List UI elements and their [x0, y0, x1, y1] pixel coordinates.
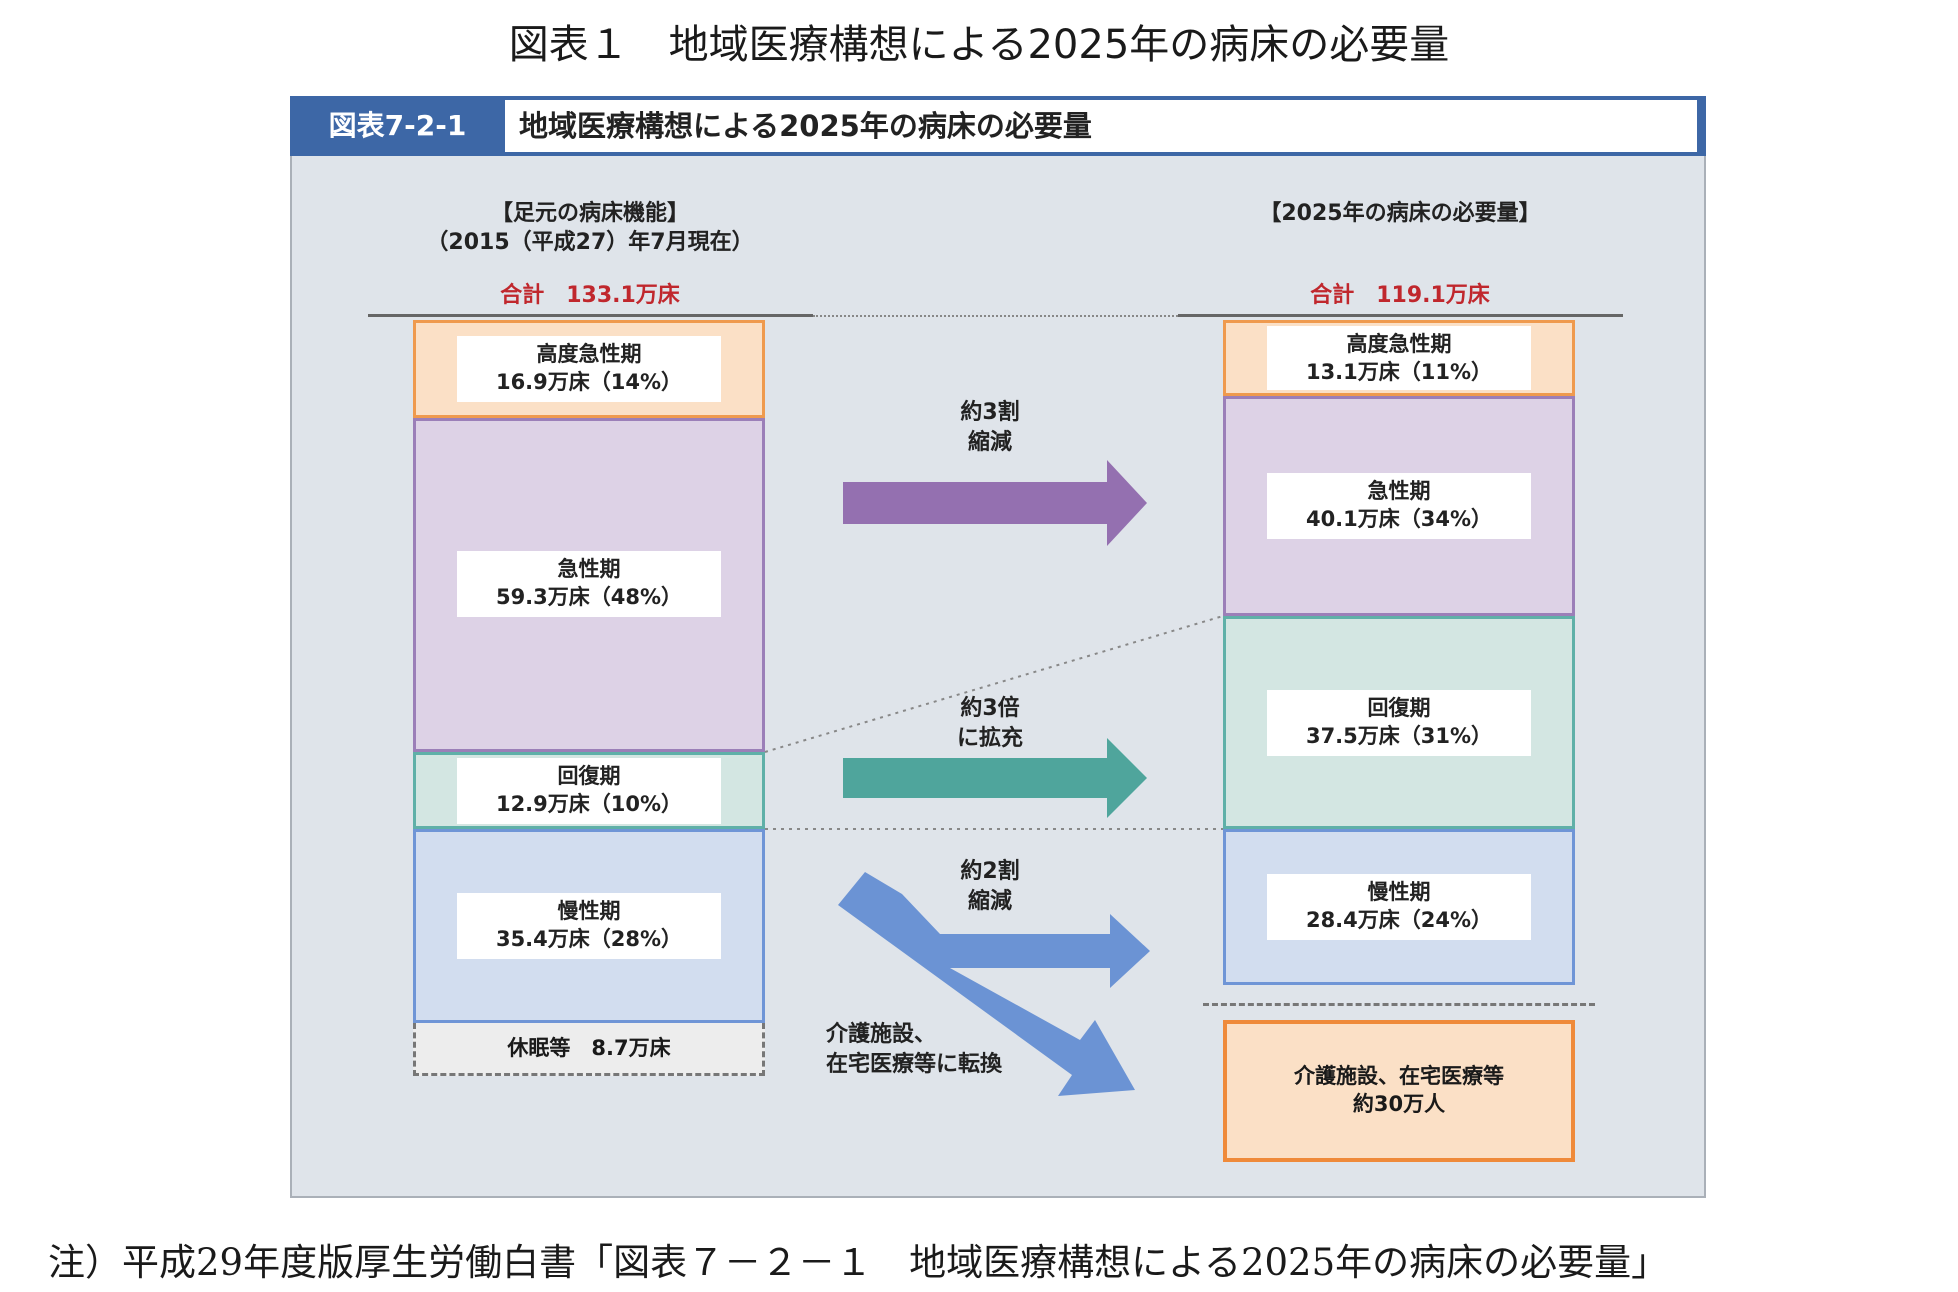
right-high-acute-label: 高度急性期 13.1万床（11%） — [1267, 326, 1531, 390]
care-arrow-line2: 在宅医療等に転換 — [826, 1052, 1003, 1077]
chronic-and-care-arrow — [838, 872, 1150, 1096]
recovery-arrow-line1: 約3倍 — [960, 696, 1020, 721]
left-recovery-label: 回復期 12.9万床（10%） — [457, 758, 721, 824]
right-total: 合計 119.1万床 — [1310, 283, 1490, 308]
left-heading-line1: 【足元の病床機能】 — [490, 201, 689, 226]
chronic-arrow-line1: 約2割 — [960, 859, 1020, 884]
right-care-separator — [1203, 1003, 1595, 1006]
right-care-label: 介護施設、在宅医療等 約30万人 — [1223, 1062, 1575, 1118]
figure-title: 地域医療構想による2025年の病床の必要量 — [505, 100, 1697, 152]
acute-arrow-line1: 約3割 — [960, 400, 1020, 425]
right-acute-value: 40.1万床（34%） — [1305, 507, 1493, 531]
right-heading: 【2025年の病床の必要量】 — [1259, 201, 1541, 226]
right-chronic-name: 慢性期 — [1367, 880, 1431, 904]
left-recovery-value: 12.9万床（10%） — [495, 792, 683, 816]
left-acute-name: 急性期 — [557, 557, 621, 581]
left-chronic-name: 慢性期 — [557, 899, 621, 923]
right-high-acute-value: 13.1万床（11%） — [1305, 360, 1493, 384]
right-block-care — [1223, 1020, 1575, 1162]
care-arrow-label: 介護施設、 在宅医療等に転換 — [826, 1020, 1066, 1080]
acute-arrow — [843, 460, 1147, 546]
left-dormant: 休眠等 8.7万床 — [413, 1023, 765, 1076]
recovery-arrow — [843, 738, 1147, 818]
right-care-line2: 約30万人 — [1352, 1092, 1446, 1116]
right-chronic-label: 慢性期 28.4万床（24%） — [1267, 874, 1531, 940]
recovery-arrow-line2: に拡充 — [956, 726, 1023, 751]
acute-arrow-label: 約3割 縮減 — [920, 398, 1060, 458]
right-acute-name: 急性期 — [1367, 479, 1431, 503]
chronic-arrow-label: 約2割 縮減 — [920, 857, 1060, 917]
right-high-acute-name: 高度急性期 — [1346, 332, 1452, 356]
left-high-acute-value: 16.9万床（14%） — [495, 370, 683, 394]
recovery-arrow-label: 約3倍 に拡充 — [920, 694, 1060, 754]
left-chronic-label: 慢性期 35.4万床（28%） — [457, 893, 721, 959]
acute-arrow-line2: 縮減 — [967, 430, 1012, 455]
page-title: 図表１ 地域医療構想による2025年の病床の必要量 — [508, 22, 1450, 68]
footnote: 注）平成29年度版厚生労働白書「図表７－２－１ 地域医療構想による2025年の病… — [48, 1241, 1669, 1284]
right-chronic-value: 28.4万床（24%） — [1305, 908, 1493, 932]
right-total-rule — [1178, 314, 1623, 317]
right-acute-label: 急性期 40.1万床（34%） — [1267, 473, 1531, 539]
right-recovery-label: 回復期 37.5万床（31%） — [1267, 690, 1531, 756]
left-acute-label: 急性期 59.3万床（48%） — [457, 551, 721, 617]
right-recovery-value: 37.5万床（31%） — [1305, 724, 1493, 748]
left-heading-line2: （2015（平成27）年7月現在） — [426, 230, 754, 255]
left-chronic-value: 35.4万床（28%） — [495, 927, 683, 951]
left-recovery-name: 回復期 — [557, 764, 621, 788]
right-recovery-name: 回復期 — [1367, 696, 1431, 720]
figure-id: 図表7-2-1 — [328, 109, 467, 142]
right-care-line1: 介護施設、在宅医療等 — [1294, 1064, 1504, 1088]
care-arrow-line1: 介護施設、 — [826, 1022, 937, 1047]
chronic-arrow-line2: 縮減 — [967, 889, 1012, 914]
left-acute-value: 59.3万床（48%） — [495, 585, 683, 609]
left-total: 合計 133.1万床 — [500, 283, 680, 308]
left-total-rule — [368, 314, 813, 317]
total-connector-line — [813, 315, 1178, 317]
left-high-acute-label: 高度急性期 16.9万床（14%） — [457, 336, 721, 402]
left-high-acute-name: 高度急性期 — [536, 342, 642, 366]
